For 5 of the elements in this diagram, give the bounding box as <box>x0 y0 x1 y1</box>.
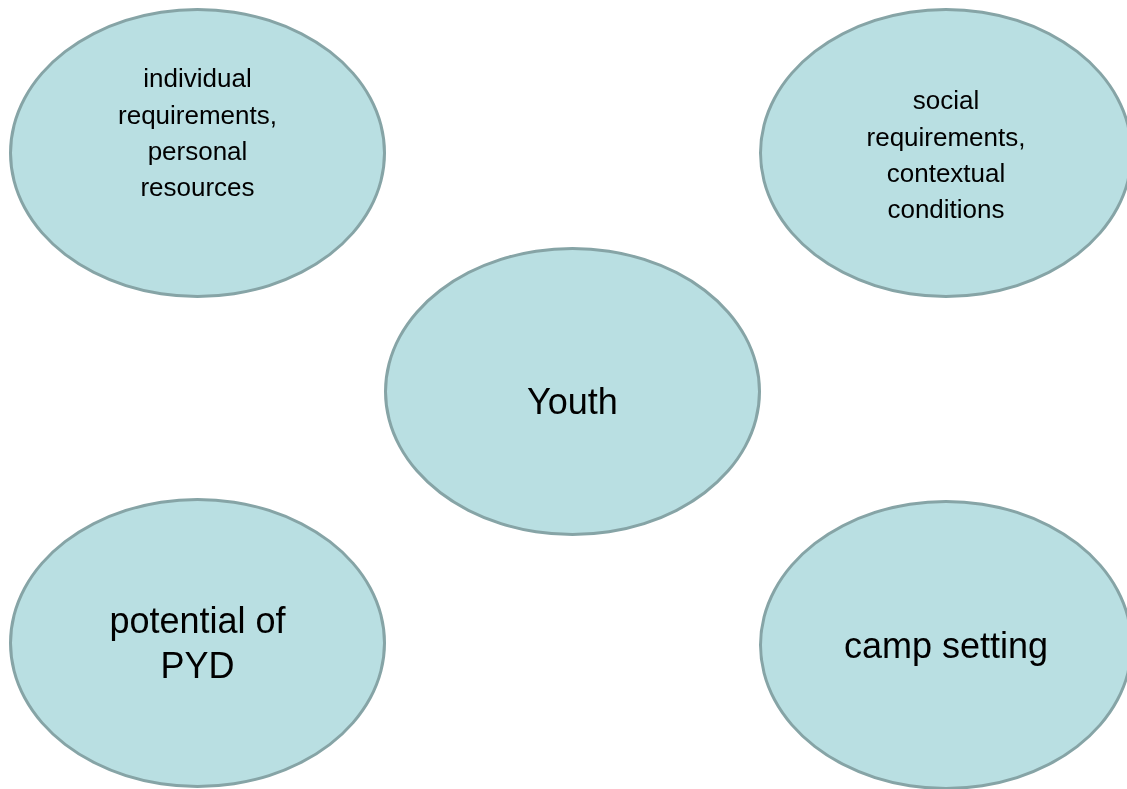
node-text: camp setting <box>843 623 1049 668</box>
node-text: social requirements, contextual conditions <box>865 84 1027 227</box>
node-text: individual requirements, personal resources <box>117 62 278 205</box>
node-text: potential of PYD <box>108 599 287 688</box>
node-text: Youth <box>527 380 618 424</box>
